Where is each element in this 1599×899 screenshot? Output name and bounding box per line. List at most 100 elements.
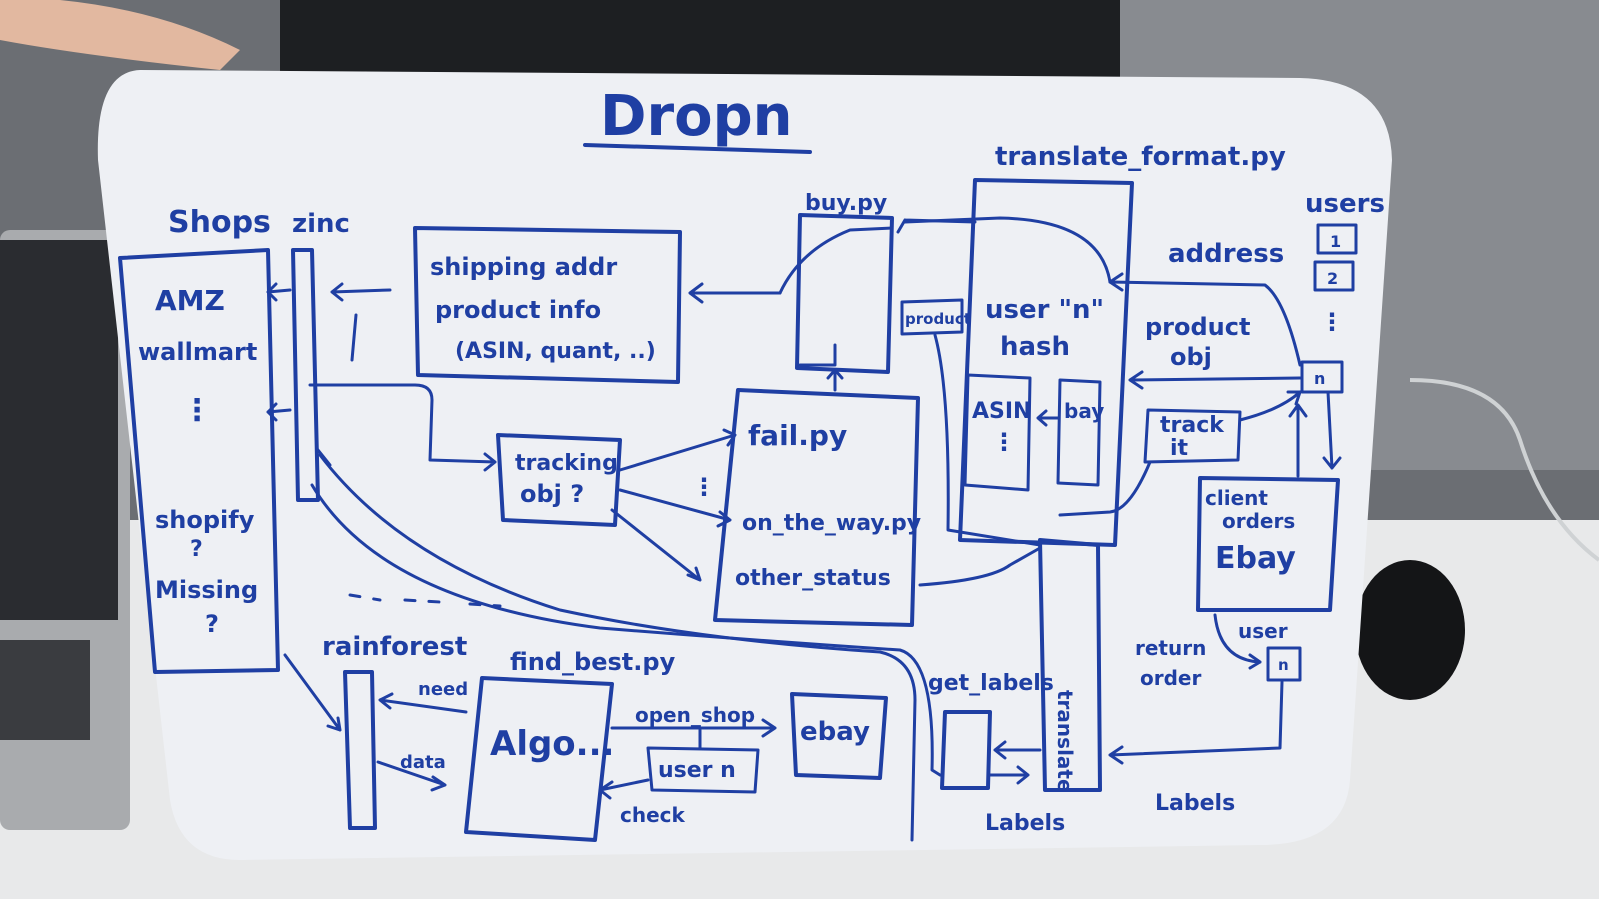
user-small-label: user — [1238, 619, 1288, 643]
orders-label: orders — [1222, 509, 1295, 533]
translate-format-heading: translate_format.py — [995, 142, 1286, 172]
feedback-curve-1 — [318, 453, 917, 842]
buy-py-heading: buy.py — [805, 191, 887, 216]
dashed-line — [348, 593, 502, 608]
asin-quant: (ASIN, quant, ..) — [455, 339, 656, 364]
user-n-label: user "n" — [985, 295, 1104, 325]
translate-to-getlabels-arrow — [993, 740, 1042, 760]
user-2-label: 2 — [1327, 269, 1338, 288]
buy-py-box — [795, 213, 894, 374]
need-label: need — [418, 679, 468, 700]
shipping-addr: shipping addr — [430, 253, 617, 281]
find-best-heading: find_best.py — [510, 648, 676, 676]
other-to-translate-line — [918, 546, 1042, 587]
shop-shopify: shopify — [155, 506, 255, 534]
hand — [0, 0, 240, 70]
translate-vertical-label: translate — [1053, 690, 1077, 793]
shops-to-rainforest-arrow — [283, 653, 342, 732]
tracking-label: tracking — [515, 451, 618, 476]
zinc-to-tracking-arrow — [308, 383, 497, 472]
input-to-zinc-arrow — [330, 282, 392, 302]
user-n-small-box — [646, 746, 760, 794]
product-obj-arrow — [1128, 370, 1302, 390]
get-labels-heading: get_labels — [928, 671, 1054, 696]
client-label: client — [1205, 486, 1268, 510]
track-it-box — [1143, 408, 1242, 464]
client-orders-box — [1196, 476, 1340, 612]
user-n-small-label: user n — [658, 758, 736, 783]
zinc-return-arrowhead — [316, 448, 332, 467]
hash-label: hash — [1000, 332, 1070, 362]
orders-to-user-small-arrow — [1213, 613, 1262, 670]
whiteboard — [97, 70, 1392, 860]
user-1-label: 1 — [1330, 232, 1341, 251]
track-to-translate-line — [1058, 460, 1152, 517]
user-1-box — [1316, 223, 1358, 255]
on-the-way-label: on_the_way.py — [742, 511, 921, 536]
shop-missing: Missing — [155, 576, 258, 604]
bay-box — [1056, 378, 1102, 487]
user-2-box — [1313, 260, 1355, 292]
status-box — [713, 388, 920, 627]
buy-inner-line — [798, 343, 837, 367]
tracking-dots: ⋮ — [692, 473, 716, 501]
users-heading: users — [1305, 189, 1385, 219]
ebay-small-box — [790, 692, 888, 780]
user-to-orders-arrow — [1322, 390, 1342, 470]
shops-heading: Shops — [168, 205, 271, 240]
product-to-translate-line — [933, 333, 1042, 547]
title-underline — [583, 143, 812, 154]
product-small-box — [900, 298, 964, 336]
user-small-to-translate-arrow — [1108, 680, 1284, 765]
product-obj-label-2: obj — [1170, 343, 1212, 371]
tracking-obj-box — [496, 433, 622, 527]
obj-label: obj ? — [520, 480, 584, 508]
shop-amz: AMZ — [155, 284, 225, 317]
zinc-tick — [350, 313, 358, 362]
get-labels-box — [940, 710, 992, 790]
track-to-user-arrow — [1238, 390, 1302, 422]
zinc-to-shops-arrow-top — [266, 282, 292, 302]
feedback-curve-2 — [310, 483, 942, 777]
order-label: order — [1140, 666, 1201, 690]
labels-b: Labels — [1155, 791, 1235, 816]
shop-wallmart: wallmart — [138, 338, 257, 366]
orders-to-user-arrow — [1288, 403, 1308, 478]
user-dots: ⋮ — [1320, 308, 1344, 336]
open-shop-label: open_shop — [635, 703, 755, 727]
monitor-background — [280, 0, 1130, 80]
cable — [1409, 378, 1599, 562]
rainforest-heading: rainforest — [322, 632, 467, 662]
laptop-screen — [0, 240, 118, 620]
fail-to-buy-arrow — [826, 368, 844, 392]
asin-dots: ⋮ — [992, 428, 1016, 456]
user-n-box-label: n — [1314, 369, 1325, 388]
zinc-bar — [291, 248, 320, 502]
tracking-to-ontheway-arrow — [618, 488, 732, 528]
shop-question-1: ? — [190, 537, 203, 562]
it-label: it — [1170, 436, 1189, 461]
buy-curve — [778, 226, 894, 295]
tracking-to-other-arrow — [610, 508, 702, 582]
user-small-box — [1266, 646, 1302, 682]
algo-box — [464, 676, 614, 842]
user-to-algo-arrow — [598, 778, 650, 800]
ebay-client-label: Ebay — [1215, 541, 1296, 576]
labels-a: Labels — [985, 811, 1065, 836]
check-label: check — [620, 803, 686, 827]
product-obj-label-1: product — [1145, 313, 1250, 341]
fail-py-label: fail.py — [748, 419, 847, 452]
return-label: return — [1135, 636, 1206, 660]
rainforest-bar — [343, 670, 377, 830]
bay-label: bay — [1064, 399, 1104, 423]
shop-question-2: ? — [205, 610, 219, 638]
translate-format-box — [958, 178, 1134, 547]
laptop-keyboard — [0, 640, 90, 740]
getlabels-to-translate-arrow — [988, 765, 1030, 785]
diagram-title: Dropn — [600, 84, 793, 149]
product-small-label: product — [905, 310, 971, 328]
algo-to-rainforest-arrow — [378, 692, 468, 714]
buy-to-shipping-arrow — [688, 282, 782, 304]
asin-box — [963, 373, 1032, 492]
